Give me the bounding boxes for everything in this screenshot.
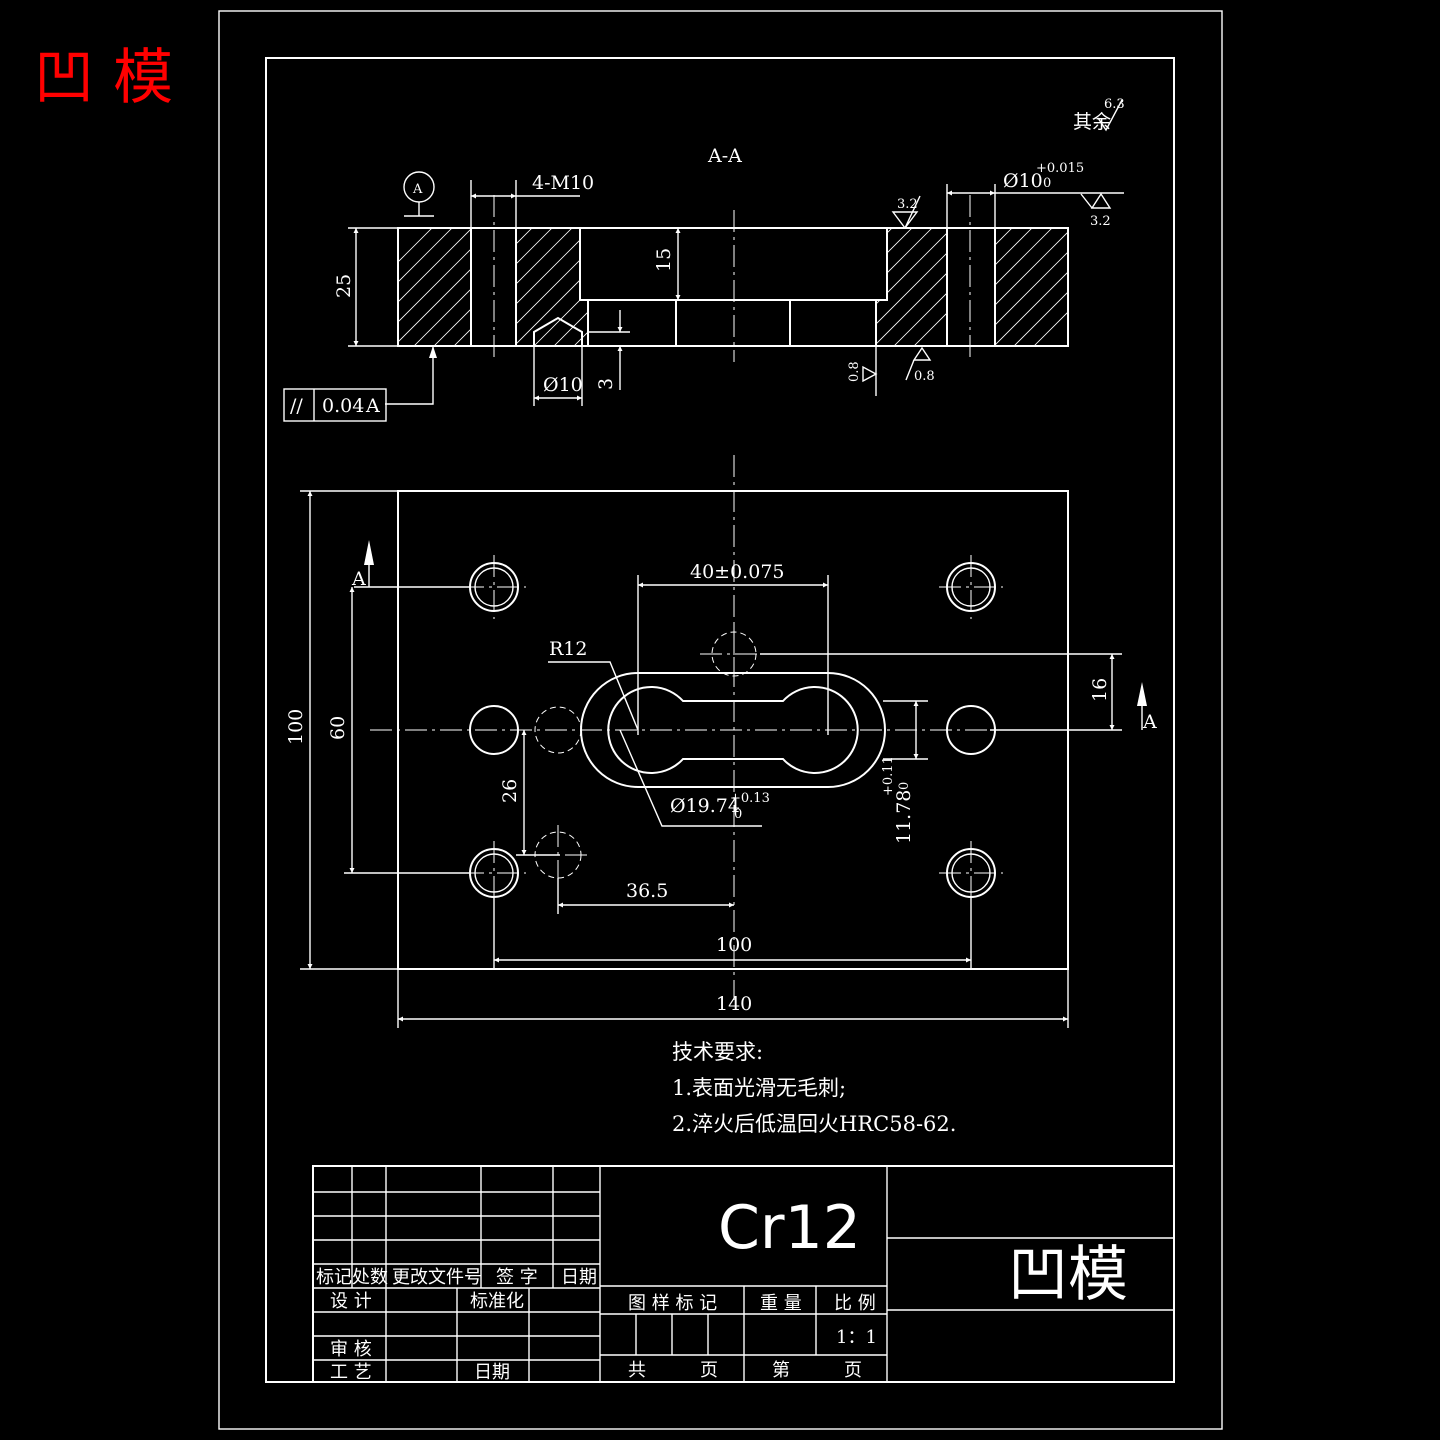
dim-hole-spacing-h: 100 — [716, 934, 752, 956]
dim-pin-tol-upper: +0.015 — [1036, 161, 1084, 176]
dim-slot-width: 11.78 — [893, 790, 915, 844]
dim-bore-tol-lower: 0 — [734, 807, 742, 822]
tol-symbol: // — [290, 395, 303, 417]
dim-36-5: 36.5 — [626, 880, 668, 902]
title-block: 标记 处数 更改文件号 签 字 日期 设 计 标准化 审 核 工 艺 日期 Cr… — [312, 1165, 1175, 1383]
dim-pin-tol-lower: 0 — [1043, 176, 1051, 191]
dim-26: 26 — [499, 779, 521, 803]
dim-slot-spacing: 40±0.075 — [690, 561, 785, 583]
req-item-1: 1.表面光滑无毛刺; — [672, 1076, 846, 1100]
rough-32b-icon — [1080, 192, 1112, 209]
rev-h-date: 日期 — [561, 1267, 597, 1288]
tb-page-unit-1: 页 — [700, 1360, 718, 1381]
rev-h-doc: 更改文件号 — [392, 1267, 482, 1288]
tb-sample-mark: 图 样 标 记 — [628, 1293, 717, 1314]
tolerance-frame — [283, 388, 387, 422]
drawing-border — [265, 57, 1175, 1383]
rough-32-icon — [891, 195, 921, 230]
dim-3: 3 — [595, 378, 617, 390]
dim-width: 140 — [716, 993, 752, 1015]
rough-rest-icon — [1097, 99, 1123, 132]
rough-08a: 0.8 — [847, 361, 862, 382]
dim-15: 15 — [653, 248, 675, 272]
tb-date: 日期 — [474, 1362, 510, 1383]
tb-review: 审 核 — [330, 1339, 372, 1360]
tb-standardize: 标准化 — [470, 1291, 524, 1312]
tb-process: 工 艺 — [330, 1362, 372, 1383]
rough-08b: 0.8 — [914, 369, 935, 384]
outer-frame — [218, 10, 1223, 1430]
dim-slot-tol-upper: +0.11 — [881, 756, 896, 796]
dim-16: 16 — [1089, 678, 1111, 702]
corner-title: 凹 模 — [34, 43, 173, 113]
section-view: A-A 其余 6.3 A 25 — [283, 97, 1125, 422]
dim-bore-dia: Ø19.74 — [670, 795, 740, 817]
section-outline — [397, 227, 1069, 347]
rev-h-mark: 标记 — [316, 1267, 352, 1288]
dim-r12: R12 — [549, 638, 587, 660]
tol-datum: A — [365, 395, 380, 417]
dim-25: 25 — [333, 274, 355, 298]
pin-hole-left — [469, 705, 519, 755]
rough-08a-icon — [862, 346, 878, 396]
tol-value: 0.04 — [322, 395, 364, 417]
tb-scale-label: 比 例 — [834, 1293, 876, 1314]
rev-h-sign: 签 字 — [496, 1267, 538, 1288]
slot-outer — [580, 672, 886, 788]
dim-slot-tol-lower: 0 — [897, 782, 912, 790]
rough-32a: 3.2 — [897, 197, 918, 212]
rough-32b: 3.2 — [1090, 214, 1111, 229]
dim-60: 60 — [327, 716, 349, 740]
tb-sheet-no: 第 — [772, 1360, 790, 1381]
slot-inner — [607, 686, 859, 774]
rough-rest-value: 6.3 — [1104, 97, 1125, 112]
tb-page-unit-2: 页 — [844, 1360, 862, 1381]
tb-material: Cr12 — [718, 1193, 861, 1263]
section-mark-left: A — [351, 568, 366, 590]
rough-08b-icon — [905, 346, 932, 381]
dim-bore-tol-upper: +0.13 — [730, 791, 770, 806]
tb-total: 共 — [628, 1360, 646, 1381]
req-item-2: 2.淬火后低温回火HRC58-62. — [672, 1112, 956, 1136]
rough-rest-label: 其余 — [1073, 111, 1111, 133]
tech-requirements: 技术要求: 1.表面光滑无毛刺; 2.淬火后低温回火HRC58-62. — [672, 1040, 956, 1136]
req-heading: 技术要求: — [672, 1040, 763, 1064]
tb-weight: 重 量 — [760, 1293, 802, 1314]
datum-letter: A — [412, 182, 423, 197]
section-label: A-A — [707, 145, 742, 167]
dim-pin-dia: Ø10 — [1003, 170, 1043, 192]
dim-height: 100 — [285, 709, 307, 745]
rev-h-count: 处数 — [352, 1267, 388, 1288]
dim-hole-dia: Ø10 — [543, 374, 583, 396]
dim-4m10: 4-M10 — [532, 172, 594, 194]
tb-scale-value: 1：1 — [836, 1327, 877, 1348]
plan-view: 40±0.075 R12 16 A A 100 60 26 Ø19.74 +0.… — [285, 455, 1157, 1028]
section-mark-right: A — [1142, 711, 1157, 733]
tb-part-name: 凹模 — [1008, 1240, 1128, 1310]
tb-design: 设 计 — [330, 1291, 372, 1312]
